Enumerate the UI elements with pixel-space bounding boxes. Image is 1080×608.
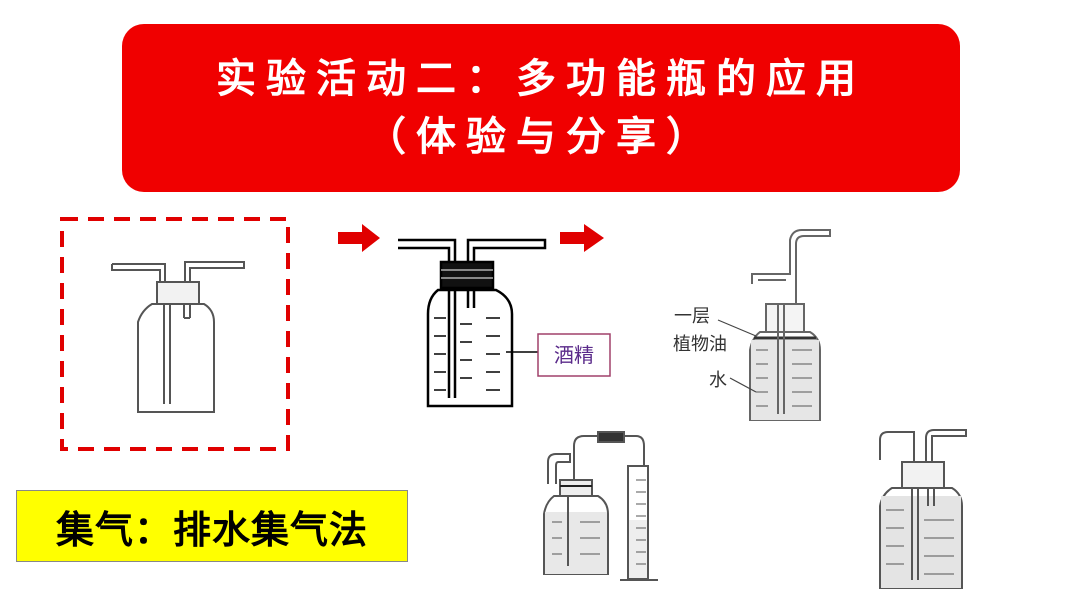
dashed-selection-box (60, 217, 290, 451)
title-banner: 实验活动二：多功能瓶的应用 （体验与分享） (122, 24, 960, 192)
oil-layer-bottle (717, 229, 831, 421)
empty-wash-bottle (111, 261, 245, 413)
bottle-with-cylinder (543, 431, 658, 581)
right-arrow-icon (338, 224, 380, 252)
filled-bottle (879, 429, 967, 589)
collection-method-label: 集气：排水集气法 (16, 490, 408, 562)
right-arrow-icon (560, 224, 604, 252)
alcohol-label: 酒精 (554, 343, 594, 367)
title-line-1: 实验活动二：多功能瓶的应用 (216, 55, 866, 102)
title-line-2: （体验与分享） (366, 113, 716, 160)
alcohol-label-box (537, 333, 611, 377)
alcohol-bottle (398, 238, 547, 408)
collection-method-text: 集气：排水集气法 (55, 507, 368, 552)
oil-label-line-1: 一层 (674, 306, 710, 327)
water-label: 水 (709, 370, 727, 391)
oil-label-line-2: 植物油 (673, 334, 727, 355)
